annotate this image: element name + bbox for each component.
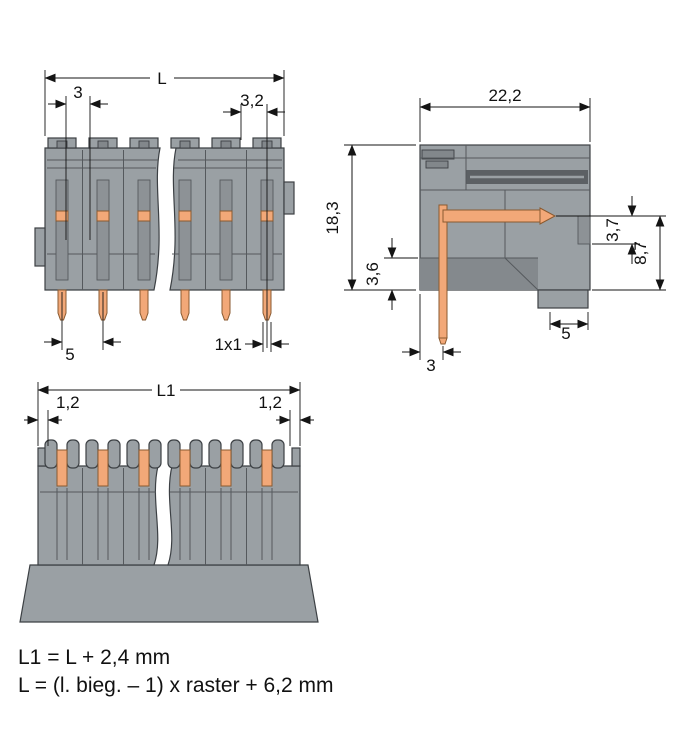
pole-latch-slot xyxy=(97,140,109,149)
formula-L1: L1 = L + 2,4 mm xyxy=(18,646,170,669)
pin-horizontal xyxy=(442,209,541,223)
contact-channel xyxy=(220,488,232,560)
tooth xyxy=(167,439,181,469)
plan-pole-6 xyxy=(249,439,285,560)
plan-pole-3 xyxy=(126,439,162,560)
contact-channel xyxy=(261,488,273,560)
pole-latch-slot xyxy=(179,140,191,149)
dimension-label-3-6: 3,6 xyxy=(363,262,382,286)
dimension-label-L: L xyxy=(157,69,166,88)
tooth xyxy=(66,439,80,469)
housing-foot xyxy=(537,289,589,309)
tooth xyxy=(189,439,203,469)
contact-tab xyxy=(261,449,273,487)
tooth xyxy=(44,439,58,469)
tooth xyxy=(230,439,244,469)
tooth xyxy=(126,439,140,469)
contact-slot xyxy=(55,179,69,281)
contact-slot xyxy=(219,179,233,281)
pole-1 xyxy=(47,137,77,321)
solder-pin xyxy=(180,289,190,321)
contact-slot xyxy=(137,179,151,281)
plan-pole-2 xyxy=(85,439,121,560)
plan-pole-5 xyxy=(208,439,244,560)
contact-channel xyxy=(56,488,68,560)
dimension-label-5: 5 xyxy=(561,324,570,343)
pole-4 xyxy=(170,137,200,321)
body-groove-lines xyxy=(47,159,282,255)
housing-base-shade xyxy=(420,258,538,290)
contact-tab xyxy=(220,449,232,487)
pole-latch-slot xyxy=(56,140,68,149)
solder-pin xyxy=(221,289,231,321)
dimension-label-L1: L1 xyxy=(157,381,176,400)
contact-tab xyxy=(138,449,150,487)
contact xyxy=(137,210,151,222)
dimension-label-3-7: 3,7 xyxy=(603,218,622,242)
pin-bottom-tip xyxy=(438,337,448,345)
tooth xyxy=(85,439,99,469)
pole-5 xyxy=(211,137,241,321)
dimensions-plan: L1 1,2 1,2 xyxy=(24,381,314,446)
dimension-label-3: 3 xyxy=(73,83,82,102)
contact-slot xyxy=(96,179,110,281)
housing-internal-lines xyxy=(420,145,590,291)
contact xyxy=(178,210,192,222)
contact-tab xyxy=(179,449,191,487)
front-view xyxy=(34,137,295,321)
dimension-label-1-2-right: 1,2 xyxy=(258,393,282,412)
solder-pin-side xyxy=(438,204,557,345)
contact-channel xyxy=(179,488,191,560)
tooth xyxy=(107,439,121,469)
contact xyxy=(96,210,110,222)
plan-pole-4 xyxy=(167,439,203,560)
solder-pin xyxy=(139,289,149,321)
mounting-tab-left xyxy=(34,227,46,267)
dimension-label-3: 3 xyxy=(426,356,435,375)
contact xyxy=(219,210,233,222)
dimensions-side: 22,2 18,3 3,6 3,7 8,7 3 5 xyxy=(323,86,666,375)
pole-latch-slot xyxy=(220,140,232,149)
contact-channel xyxy=(138,488,150,560)
tooth xyxy=(271,439,285,469)
plan-pole-1 xyxy=(44,439,80,560)
tooth xyxy=(148,439,162,469)
dimensions-front: L 3 3,2 5 1x1 xyxy=(44,69,289,364)
latch-profile-upper xyxy=(421,149,455,160)
dimension-label-1x1: 1x1 xyxy=(215,335,242,354)
pin-vertical xyxy=(438,204,448,339)
latch-profile-lower xyxy=(425,160,449,169)
pole-divider-lines xyxy=(82,150,247,290)
pin-tip xyxy=(539,207,557,225)
dimension-label-1-2-left: 1,2 xyxy=(56,393,80,412)
flange xyxy=(577,215,591,245)
contact xyxy=(55,210,69,222)
dimension-label-5: 5 xyxy=(65,345,74,364)
pole-2 xyxy=(88,137,118,321)
base-block xyxy=(19,564,319,623)
contact-slot xyxy=(178,179,192,281)
dimension-label-3-2: 3,2 xyxy=(240,91,264,110)
tooth xyxy=(208,439,222,469)
contact-tab xyxy=(97,449,109,487)
side-view xyxy=(419,144,591,345)
contact-channel xyxy=(97,488,109,560)
plan-view xyxy=(19,439,319,623)
formula-notes: L1 = L + 2,4 mm L = (l. bieg. – 1) x ras… xyxy=(18,646,334,697)
pole-3 xyxy=(129,137,159,321)
extension-lines xyxy=(37,382,301,446)
pole-latch-slot xyxy=(138,140,150,149)
dimension-label-18-3: 18,3 xyxy=(323,201,342,234)
contact-tab xyxy=(56,449,68,487)
dimension-label-22-2: 22,2 xyxy=(488,86,521,105)
plan-body-right xyxy=(167,465,301,566)
extension-lines xyxy=(44,70,285,352)
dimension-label-8-7: 8,7 xyxy=(631,241,650,265)
mounting-tab-right xyxy=(283,181,295,215)
tooth xyxy=(249,439,263,469)
formula-L: L = (l. bieg. – 1) x raster + 6,2 mm xyxy=(18,674,334,697)
edge-wall-right xyxy=(291,447,301,467)
plan-divider-lines xyxy=(40,468,298,565)
